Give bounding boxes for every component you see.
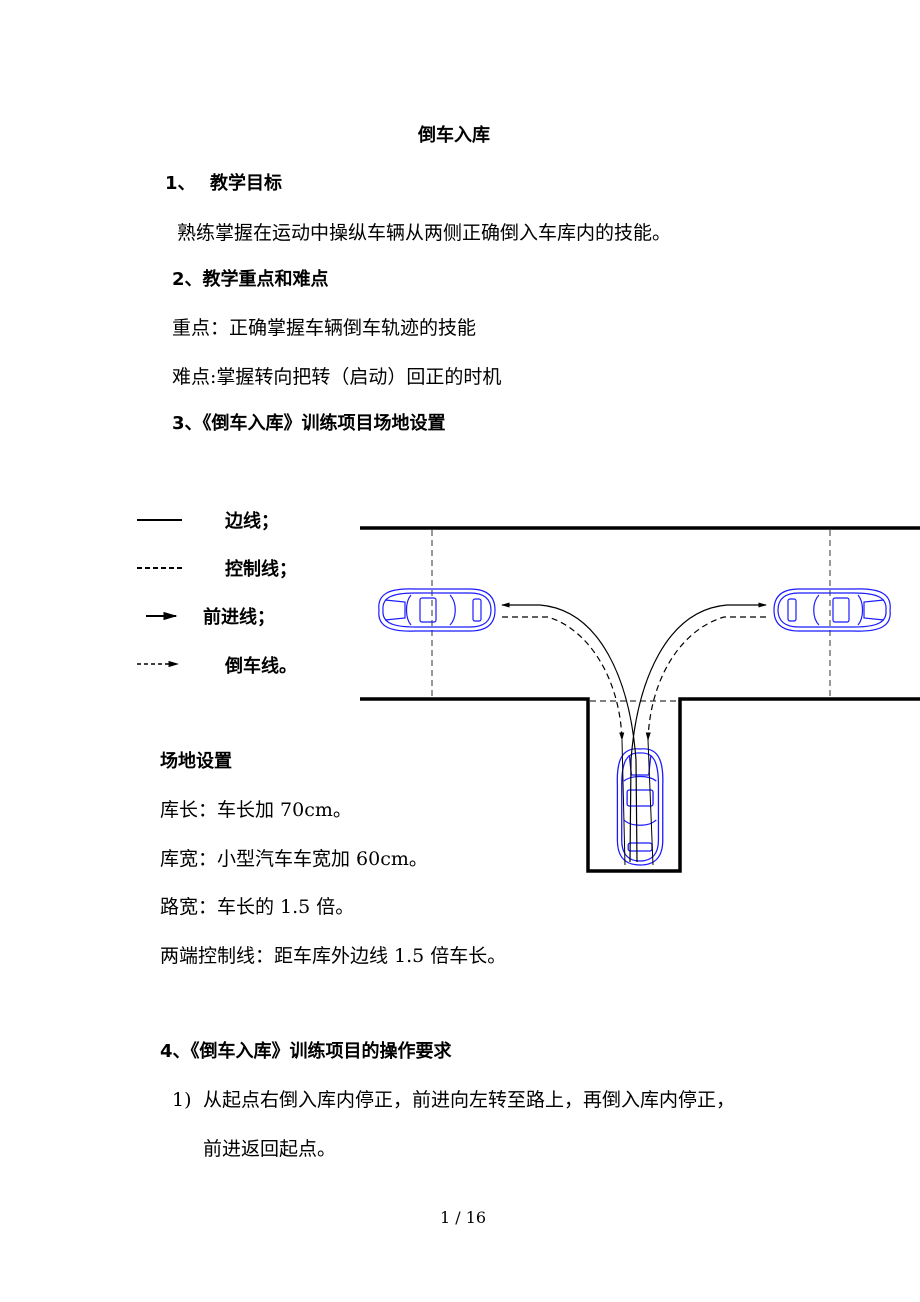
section2-heading: 2、教学重点和难点 — [172, 269, 329, 290]
section1-num: 1、 — [165, 173, 196, 194]
site-item: 路宽：车长的 1.5 倍。 — [160, 896, 355, 918]
site-item: 库长：车长加 70cm。 — [160, 799, 352, 821]
item-line2: 前进返回起点。 — [203, 1138, 337, 1160]
reverse-path-right — [645, 616, 766, 741]
item-num: 1) — [172, 1089, 192, 1111]
car-right — [773, 588, 891, 632]
difficulty: 难点:掌握转向把转（启动）回正的时机 — [172, 366, 502, 388]
legend-boundary-line: 边线； — [225, 511, 279, 532]
legend-control-line: 控制线； — [225, 559, 297, 580]
site-heading: 场地设置 — [160, 751, 232, 772]
forward-path-left — [501, 602, 638, 863]
reverse-path-left — [502, 616, 625, 741]
car-left — [378, 588, 496, 632]
section1-heading: 教学目标 — [210, 173, 282, 194]
site-item: 库宽：小型汽车车宽加 60cm。 — [160, 848, 428, 870]
section1-text: 熟练掌握在运动中操纵车辆从两侧正确倒入车库内的技能。 — [177, 222, 672, 244]
section4-heading: 4、《倒车入库》训练项目的操作要求 — [160, 1041, 452, 1062]
legend-forward-line: 前进线； — [203, 607, 275, 628]
road-bottom-edge-garage — [360, 697, 920, 873]
key-point: 重点：正确掌握车辆倒车轨迹的技能 — [172, 317, 477, 339]
legend-reverse-line: 倒车线。 — [225, 656, 297, 677]
section3-heading: 3、《倒车入库》训练项目场地设置 — [172, 413, 446, 434]
item-line1: 从起点右倒入库内停正，前进向左转至路上，再倒入库内停正， — [203, 1089, 736, 1111]
page-number: 1 / 16 — [440, 1208, 487, 1227]
site-item: 两端控制线：距车库外边线 1.5 倍车长。 — [160, 945, 507, 967]
page-title: 倒车入库 — [418, 125, 490, 146]
forward-path-right — [629, 602, 767, 863]
